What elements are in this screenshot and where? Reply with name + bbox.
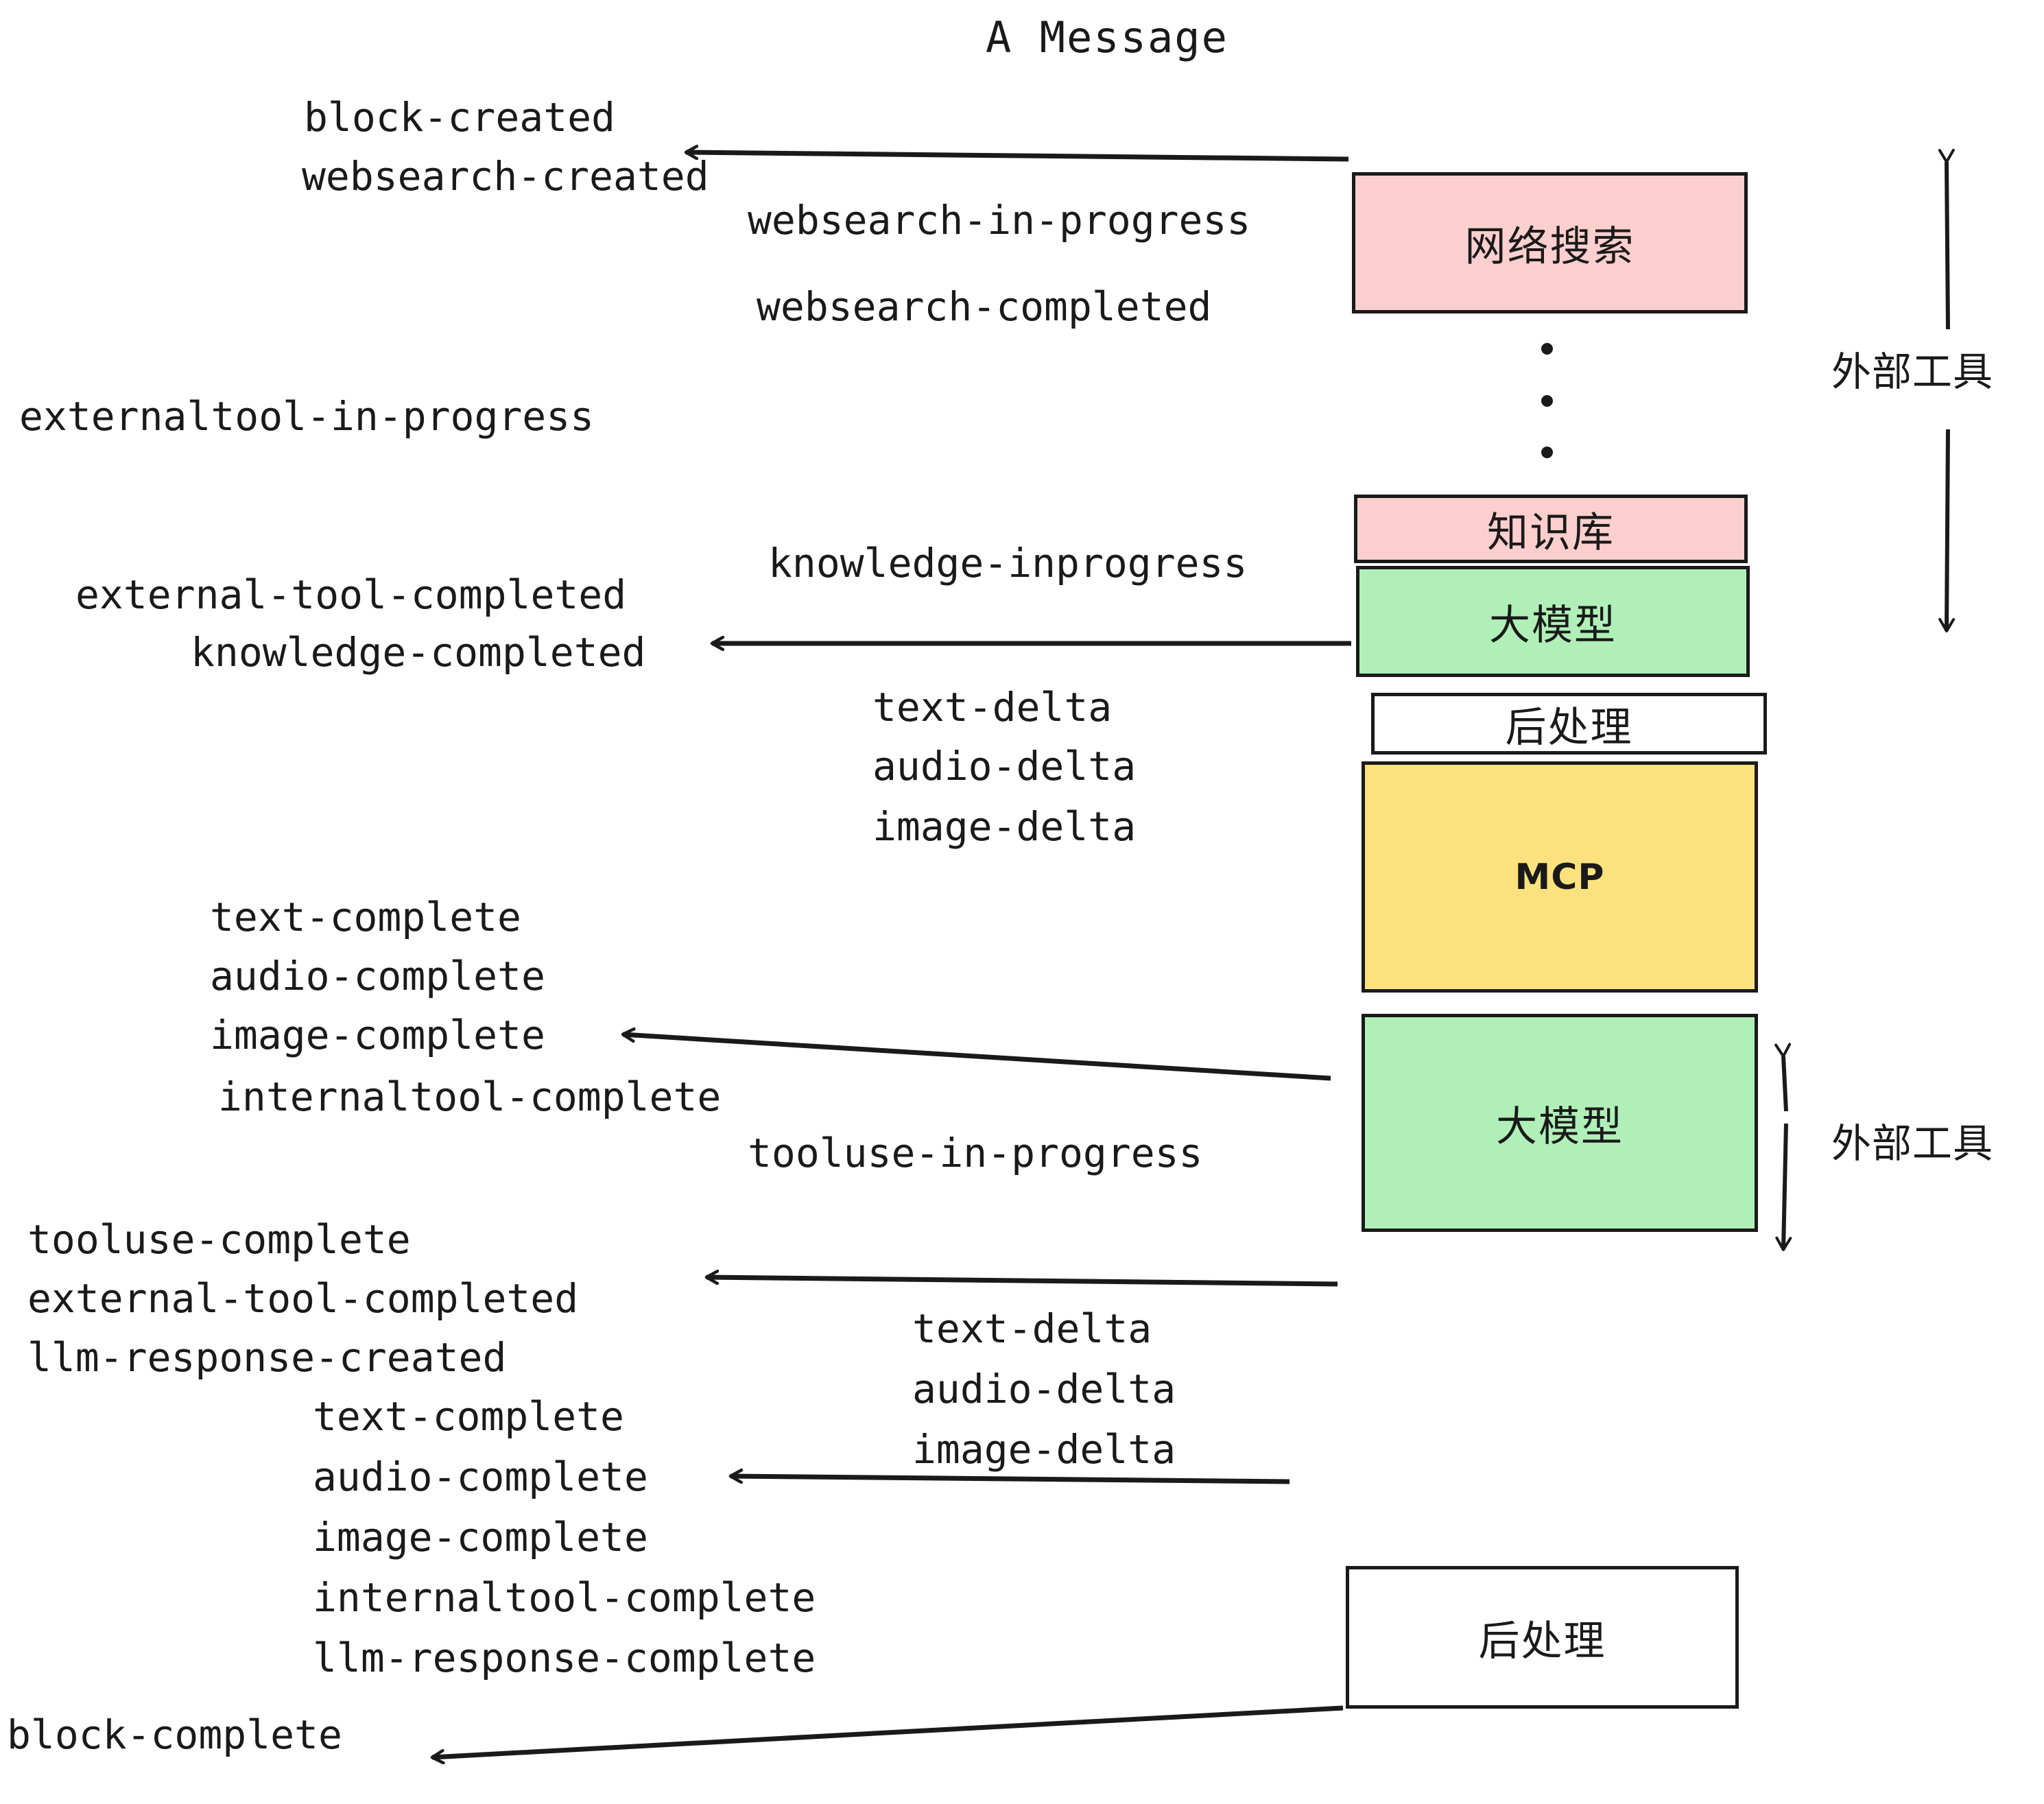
page-title: A Message (986, 12, 1228, 62)
arrow-llm2-to-audio-complete (730, 1476, 1290, 1484)
vertical-ellipsis-icon (1540, 343, 1554, 458)
arrow-external-tool-down-bottom (1775, 1123, 1792, 1251)
box-postprocess-1[interactable]: 后处理 (1371, 693, 1767, 755)
arrow-external-tool-down-top (1938, 429, 1956, 632)
event-label-externaltool-in-progress: externaltool-in-progress (19, 393, 595, 440)
box-llm-1[interactable]: 大模型 (1356, 566, 1750, 677)
event-label-external-tool-completed-1: external-tool-completed (75, 571, 627, 618)
event-label-tooluse-in-progress: tooluse-in-progress (748, 1130, 1203, 1176)
box-postprocess-1-label: 后处理 (1505, 703, 1633, 752)
arrow-external-tool-up-top (1938, 148, 1955, 330)
box-websearch[interactable]: 网络搜索 (1352, 172, 1748, 313)
box-postprocess-2[interactable]: 后处理 (1346, 1566, 1739, 1709)
event-label-text-complete-1: text-complete (210, 894, 521, 940)
event-label-audio-complete-2: audio-complete (313, 1453, 648, 1500)
box-websearch-label: 网络搜索 (1464, 222, 1635, 271)
event-label-internaltool-complete-1: internaltool-complete (218, 1073, 722, 1120)
event-label-llm-response-created: llm-response-created (27, 1334, 507, 1381)
event-label-knowledge-inprogress: knowledge-inprogress (768, 540, 1248, 586)
event-label-block-created: block-created (304, 94, 615, 141)
box-postprocess-2-label: 后处理 (1478, 1617, 1606, 1665)
event-label-websearch-created: websearch-created (302, 153, 709, 200)
box-llm-1-label: 大模型 (1489, 601, 1617, 650)
arrow-mcp-to-tooluse-complete (706, 1277, 1338, 1287)
event-label-tooluse-complete: tooluse-complete (27, 1216, 411, 1263)
box-knowledge[interactable]: 知识库 (1354, 495, 1748, 563)
event-label-internaltool-complete-2: internaltool-complete (313, 1574, 816, 1621)
box-llm-2-label: 大模型 (1496, 1102, 1624, 1151)
event-label-audio-delta-2: audio-delta (912, 1366, 1176, 1412)
arrow-postprocess-to-image-complete (623, 1034, 1331, 1081)
event-label-image-delta-1: image-delta (872, 803, 1137, 850)
event-label-knowledge-completed: knowledge-completed (191, 629, 646, 676)
box-llm-2[interactable]: 大模型 (1362, 1014, 1758, 1232)
event-label-websearch-in-progress: websearch-in-progress (748, 197, 1251, 244)
event-label-websearch-completed: websearch-completed (757, 283, 1212, 330)
side-label-external-tool-top: 外部工具 (1831, 348, 1994, 395)
event-label-text-delta-2: text-delta (912, 1305, 1152, 1352)
event-label-text-delta-1: text-delta (872, 684, 1113, 731)
arrow-postprocess2-to-block-complete (432, 1705, 1344, 1757)
event-label-text-complete-2: text-complete (313, 1393, 624, 1440)
arrow-websearch-to-block-created (686, 152, 1349, 162)
event-label-audio-delta-1: audio-delta (872, 743, 1137, 790)
event-label-block-complete: block-complete (7, 1711, 342, 1758)
box-knowledge-label: 知识库 (1487, 508, 1615, 557)
event-label-audio-complete-1: audio-complete (210, 953, 545, 999)
event-label-image-complete-2: image-complete (313, 1514, 648, 1560)
event-label-external-tool-completed-2: external-tool-completed (27, 1275, 579, 1322)
event-label-llm-response-complete: llm-response-complete (313, 1635, 816, 1681)
side-label-external-tool-bottom: 外部工具 (1831, 1120, 1994, 1167)
event-label-image-complete-1: image-complete (210, 1012, 545, 1058)
box-mcp-label: MCP (1514, 856, 1605, 898)
event-label-image-delta-2: image-delta (912, 1426, 1176, 1473)
box-mcp[interactable]: MCP (1362, 761, 1758, 993)
arrow-external-tool-up-bottom (1774, 1043, 1792, 1112)
